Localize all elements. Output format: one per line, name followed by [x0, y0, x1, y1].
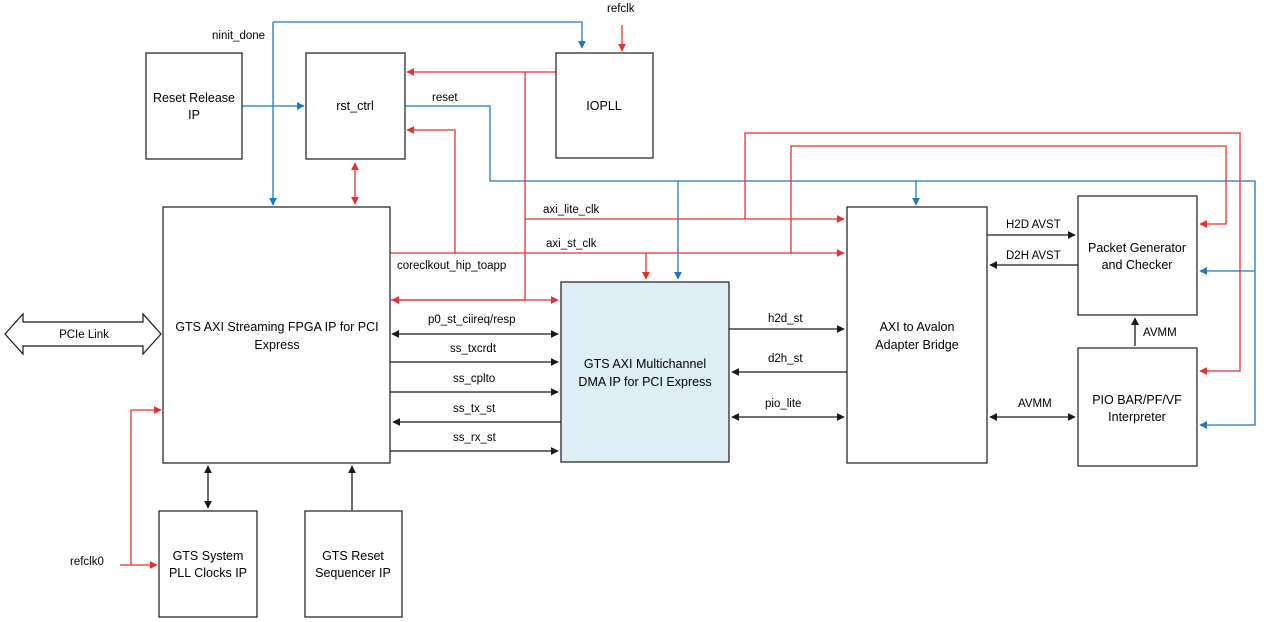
ss-rx-st-label: ss_rx_st	[453, 432, 497, 444]
packet-generator-label-2: and Checker	[1102, 258, 1173, 272]
gts-reset-sequencer-label-2: Sequencer IP	[315, 566, 391, 580]
reset-release-ip-label-1: Reset Release	[153, 91, 235, 105]
axi-lite-clk-label: axi_lite_clk	[543, 204, 599, 216]
ss-cplto-label: ss_cplto	[453, 373, 495, 385]
gts-axi-streaming-block[interactable]: GTS AXI Streaming FPGA IP for PCI Expres…	[162, 206, 391, 464]
reset-label: reset	[432, 92, 458, 104]
h2d-avst-label: H2D AVST	[1006, 219, 1061, 231]
ss-tx-st-label: ss_tx_st	[453, 403, 496, 415]
reset-release-ip-label-2: IP	[188, 108, 200, 122]
axi-avalon-bridge-block[interactable]: AXI to Avalon Adapter Bridge	[846, 206, 988, 464]
gts-reset-sequencer-label-1: GTS Reset	[322, 549, 384, 563]
h2d-st-label: h2d_st	[768, 313, 803, 325]
gts-mcdma-label-1: GTS AXI Multichannel	[584, 357, 706, 371]
avmm-bridge-pio-label: AVMM	[1018, 398, 1052, 410]
rst-ctrl-label: rst_ctrl	[336, 99, 374, 113]
gts-system-pll-label-1: GTS System	[173, 549, 244, 563]
axi-st-clk-line	[390, 145, 1227, 280]
gts-mcdma-block[interactable]: GTS AXI Multichannel DMA IP for PCI Expr…	[560, 281, 730, 463]
iopll-block[interactable]: IOPLL	[555, 52, 654, 159]
avmm-pio-pkt-label: AVMM	[1143, 327, 1177, 339]
coreclkout-label: coreclkout_hip_toapp	[397, 260, 506, 272]
axi-avalon-bridge-label-1: AXI to Avalon	[880, 320, 955, 334]
pio-lite-label: pio_lite	[765, 398, 801, 410]
refclk-label: refclk	[607, 3, 635, 15]
reset-release-ip-block[interactable]: Reset Release IP	[145, 52, 243, 160]
pio-interpreter-label-1: PIO BAR/PF/VF	[1092, 393, 1182, 407]
d2h-avst-label: D2H AVST	[1006, 250, 1061, 262]
gts-axi-streaming-label-1: GTS AXI Streaming FPGA IP for PCI	[175, 320, 378, 334]
packet-generator-block[interactable]: Packet Generator and Checker	[1077, 195, 1198, 316]
reset-distribution-line	[405, 105, 1256, 429]
axi-avalon-bridge-label-2: Adapter Bridge	[875, 338, 958, 352]
pcie-link-arrow: PCIe Link	[4, 312, 162, 356]
coreclkout-line	[390, 126, 525, 304]
d2h-st-label: d2h_st	[768, 353, 803, 365]
pcie-link-label: PCIe Link	[59, 329, 109, 341]
pio-interpreter-block[interactable]: PIO BAR/PF/VF Interpreter	[1077, 347, 1198, 467]
iopll-label: IOPLL	[586, 99, 621, 113]
gts-system-pll-label-2: PLL Clocks IP	[169, 566, 247, 580]
gts-mcdma-label-2: DMA IP for PCI Express	[578, 375, 711, 389]
ninit-done-label: ninit_done	[212, 30, 265, 42]
ss-txcrdt-label: ss_txcrdt	[450, 343, 497, 355]
refclk0-label: refclk0	[70, 556, 104, 568]
pio-interpreter-label-2: Interpreter	[1108, 410, 1166, 424]
gts-axi-streaming-label-2: Express	[254, 338, 299, 352]
rst-ctrl-block[interactable]: rst_ctrl	[305, 52, 406, 160]
packet-generator-label-1: Packet Generator	[1088, 241, 1186, 255]
p0-st-label: p0_st_ciireq/resp	[428, 314, 516, 326]
gts-system-pll-block[interactable]: GTS System PLL Clocks IP	[158, 510, 258, 618]
gts-reset-sequencer-block[interactable]: GTS Reset Sequencer IP	[304, 510, 403, 618]
ninit-done-line	[269, 21, 586, 206]
axi-st-clk-label: axi_st_clk	[546, 238, 597, 250]
refclk0-line	[120, 406, 162, 569]
